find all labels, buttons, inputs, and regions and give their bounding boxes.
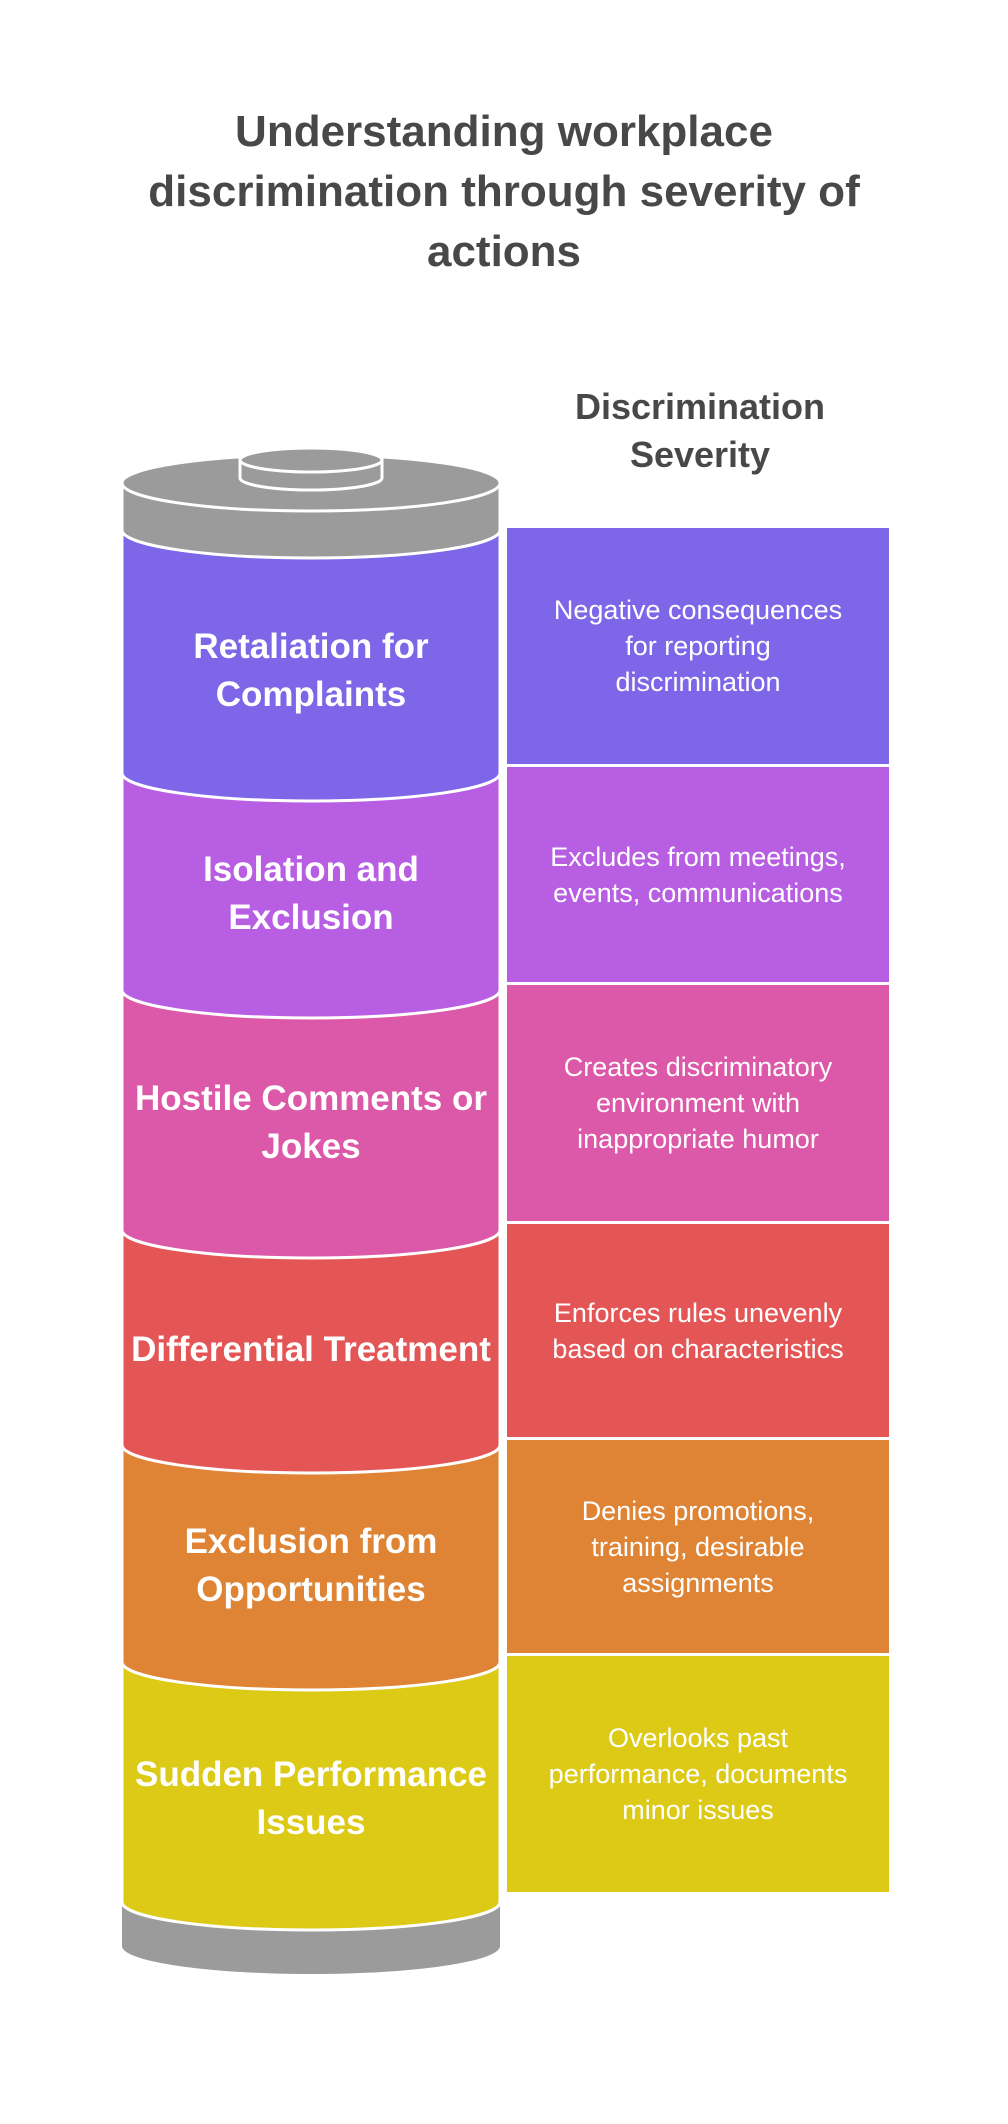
level-label-isolation: Isolation and Exclusion <box>203 850 419 937</box>
description-box-exclusion-opportunities: Denies promotions, training, desirable a… <box>507 1440 889 1653</box>
description-differential-treatment: Enforces rules unevenly based on charact… <box>552 1297 844 1364</box>
level-label-exclusion-opportunities: Exclusion from Opportunities <box>184 1522 438 1609</box>
description-box-retaliation: Negative consequences for reporting disc… <box>507 528 889 764</box>
description-isolation: Excludes from meetings, events, communic… <box>550 841 846 908</box>
description-sudden-performance: Overlooks past performance, documents mi… <box>548 1723 848 1825</box>
description-exclusion-opportunities: Denies promotions, training, desirable a… <box>581 1495 815 1598</box>
cylinder-knob-top <box>238 446 384 474</box>
segment-sudden-performance-issues <box>120 1660 502 1932</box>
description-hostile-comments: Creates discriminatory environment with … <box>563 1052 833 1154</box>
segment-isolation-and-exclusion <box>120 771 502 1020</box>
level-label-retaliation: Retaliation for Complaints <box>193 627 429 714</box>
description-box-differential-treatment: Enforces rules unevenly based on charact… <box>507 1224 889 1437</box>
description-box-sudden-performance: Overlooks past performance, documents mi… <box>507 1656 889 1892</box>
segment-retaliation-for-complaints <box>120 528 502 803</box>
level-label-differential-treatment: Differential Treatment <box>131 1330 491 1369</box>
description-box-hostile-comments: Creates discriminatory environment with … <box>507 985 889 1221</box>
page-title: Understanding workplace discrimination t… <box>148 107 860 276</box>
segment-exclusion-from-opportunities <box>120 1443 502 1692</box>
description-retaliation: Negative consequences for reporting disc… <box>553 595 843 697</box>
description-box-isolation: Excludes from meetings, events, communic… <box>507 767 889 982</box>
severity-axis-label: Discrimination Severity <box>574 386 826 475</box>
segment-hostile-comments-or-jokes <box>120 988 502 1260</box>
level-label-sudden-performance: Sudden Performance Issues <box>134 1755 488 1842</box>
level-label-hostile-comments: Hostile Comments or Jokes <box>135 1079 487 1166</box>
segment-differential-treatment <box>120 1228 502 1475</box>
